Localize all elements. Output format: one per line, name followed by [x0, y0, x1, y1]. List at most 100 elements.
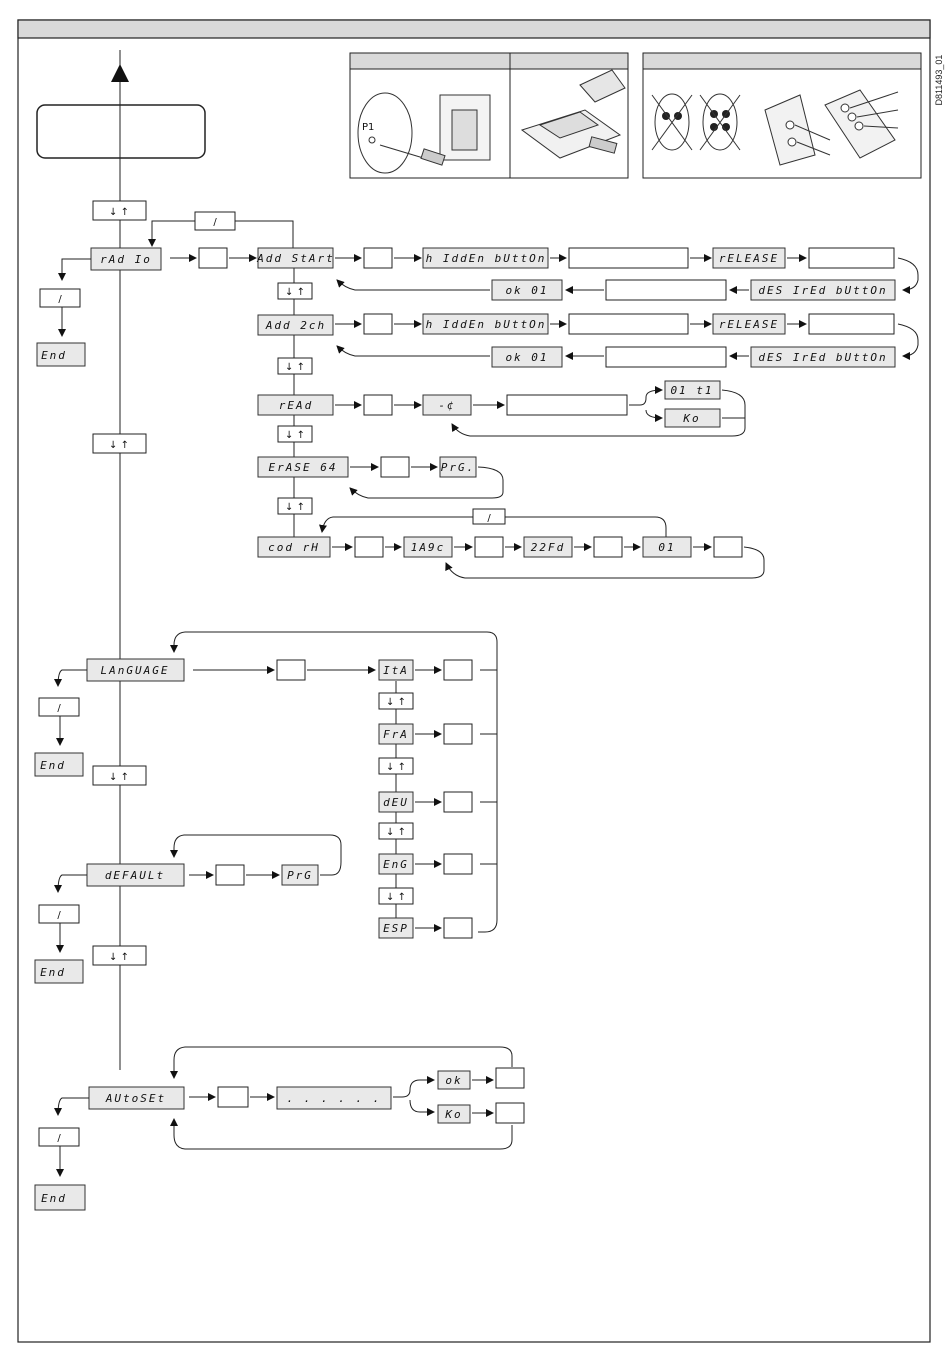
- confirm-key-box[interactable]: [593, 536, 623, 558]
- key-down-up-sub-4[interactable]: ↓ ↑: [277, 497, 313, 515]
- key-slash-radio[interactable]: /: [194, 211, 236, 231]
- svg-text:↓ ↑: ↓ ↑: [386, 697, 406, 708]
- svg-text:↓ ↑: ↓ ↑: [386, 827, 406, 838]
- lcd-end-3: End: [34, 959, 84, 984]
- lcd-desired-button-1: [750, 279, 896, 301]
- svg-text:End: End: [40, 966, 66, 979]
- key-down-up-lang-4[interactable]: ↓ ↑: [378, 887, 414, 905]
- lcd-hidden-button-1: [422, 247, 549, 269]
- lcd-eng: [378, 853, 414, 875]
- lcd-deu: [378, 791, 414, 813]
- lcd-end-4: End: [34, 1184, 86, 1211]
- confirm-key-box[interactable]: [713, 536, 743, 558]
- lcd-add-start: [257, 247, 334, 269]
- key-down-up-4[interactable]: ↓ ↑: [92, 945, 147, 966]
- lcd-add-2ch: [257, 314, 334, 336]
- svg-text:dES IrEd bUttOn: dES IrEd bUttOn: [758, 284, 887, 297]
- svg-text:rEAd: rEAd: [279, 399, 314, 412]
- confirm-key-box[interactable]: [363, 313, 393, 335]
- key-down-up-lang-3[interactable]: ↓ ↑: [378, 822, 414, 840]
- svg-text:End: End: [40, 759, 66, 772]
- confirm-key-box[interactable]: [443, 659, 473, 681]
- key-down-up-sub-1[interactable]: ↓ ↑: [277, 282, 313, 300]
- key-slash-autoset-exit[interactable]: /: [38, 1127, 80, 1147]
- default-menu: dEFAULt PrG / End: [34, 834, 342, 984]
- svg-text:FrA: FrA: [383, 728, 409, 741]
- blank-box: [808, 247, 895, 269]
- svg-text:ErASE 64: ErASE 64: [269, 461, 338, 474]
- lcd-ita: [378, 659, 414, 681]
- lcd-autoset-ko: [437, 1104, 471, 1124]
- lcd-ok-01-1: [491, 279, 563, 301]
- svg-text:Ko: Ko: [682, 412, 700, 425]
- svg-text:Ko: Ko: [444, 1108, 462, 1121]
- svg-text:22Fd: 22Fd: [531, 541, 566, 554]
- lcd-radio-text: rAd Io: [100, 253, 152, 266]
- header-bar: [17, 19, 931, 39]
- lcd-esp: [378, 917, 414, 939]
- key-down-up-sub-3[interactable]: ↓ ↑: [277, 425, 313, 443]
- confirm-key-box[interactable]: [363, 247, 393, 269]
- lcd-prg: [281, 864, 319, 886]
- confirm-key-box[interactable]: [443, 917, 473, 939]
- key-slash-language-exit[interactable]: /: [38, 697, 80, 717]
- lcd-desired-button-2: [750, 346, 896, 368]
- confirm-key-box[interactable]: [380, 456, 410, 478]
- lcd-end-2: End: [34, 752, 84, 777]
- svg-text:↓ ↑: ↓ ↑: [109, 772, 129, 783]
- key-down-up-lang-2[interactable]: ↓ ↑: [378, 757, 414, 775]
- lcd-code-3: [642, 536, 692, 558]
- p1-label: P1: [362, 122, 374, 133]
- key-down-up-3[interactable]: ↓ ↑: [92, 765, 147, 786]
- blank-box: [808, 313, 895, 335]
- confirm-key-box[interactable]: [474, 536, 504, 558]
- key-down-up-1[interactable]: ↓ ↑: [92, 200, 147, 221]
- lcd-read-ko: [664, 408, 721, 428]
- confirm-key-box[interactable]: [198, 247, 228, 269]
- confirm-key-box[interactable]: [354, 536, 384, 558]
- key-down-up-sub-2[interactable]: ↓ ↑: [277, 357, 313, 375]
- key-down-up-2[interactable]: ↓ ↑: [92, 433, 147, 454]
- svg-text:↓ ↑: ↓ ↑: [285, 430, 305, 441]
- confirm-key-box-ok[interactable]: [495, 1067, 525, 1089]
- confirm-key-box-ko[interactable]: [495, 1102, 525, 1124]
- svg-text:cod rH: cod rH: [268, 541, 320, 554]
- svg-text:/: /: [57, 910, 61, 921]
- svg-text:ESP: ESP: [383, 922, 409, 935]
- svg-text:End: End: [41, 1192, 67, 1205]
- confirm-key-box[interactable]: [276, 659, 306, 681]
- confirm-key-box[interactable]: [217, 1086, 249, 1108]
- figure-code: D811493_01: [934, 55, 944, 106]
- lcd-end-1: End: [36, 342, 86, 367]
- remote-2-button-illustration: [651, 93, 693, 151]
- confirm-key-box[interactable]: [443, 853, 473, 875]
- svg-text:rELEASE: rELEASE: [719, 318, 779, 331]
- blank-box: [605, 346, 727, 368]
- confirm-key-box[interactable]: [363, 394, 393, 416]
- key-slash-radio-exit[interactable]: /: [39, 288, 81, 308]
- svg-text:h IddEn bUttOn: h IddEn bUttOn: [426, 318, 547, 331]
- key-down-up-lang-1[interactable]: ↓ ↑: [378, 692, 414, 710]
- confirm-key-box[interactable]: [443, 791, 473, 813]
- svg-text:ItA: ItA: [383, 664, 409, 677]
- control-board-illustration: P1: [357, 92, 491, 174]
- svg-text:/: /: [57, 703, 61, 714]
- confirm-key-box[interactable]: [443, 723, 473, 745]
- svg-text:Add 2ch: Add 2ch: [265, 319, 326, 332]
- lcd-release-1: [712, 247, 786, 269]
- svg-text:dEU: dEU: [383, 796, 409, 809]
- key-slash-codrx[interactable]: /: [472, 508, 506, 525]
- key-slash-default-exit[interactable]: /: [38, 904, 80, 924]
- svg-text:ok: ok: [445, 1074, 462, 1087]
- svg-text:-¢: -¢: [438, 399, 455, 412]
- lcd-prg-dot: [439, 456, 477, 478]
- radio-menu: rAd Io / / End Add StArt h IddE: [36, 211, 919, 579]
- svg-text:01: 01: [658, 541, 675, 554]
- svg-text:/: /: [487, 513, 491, 524]
- confirm-key-box[interactable]: [215, 864, 245, 886]
- blank-box: [506, 394, 628, 416]
- lcd-erase-64: [257, 456, 349, 478]
- lcd-code-1: [403, 536, 453, 558]
- lcd-ok-01-2: [491, 346, 563, 368]
- svg-text:PrG.: PrG.: [441, 461, 476, 474]
